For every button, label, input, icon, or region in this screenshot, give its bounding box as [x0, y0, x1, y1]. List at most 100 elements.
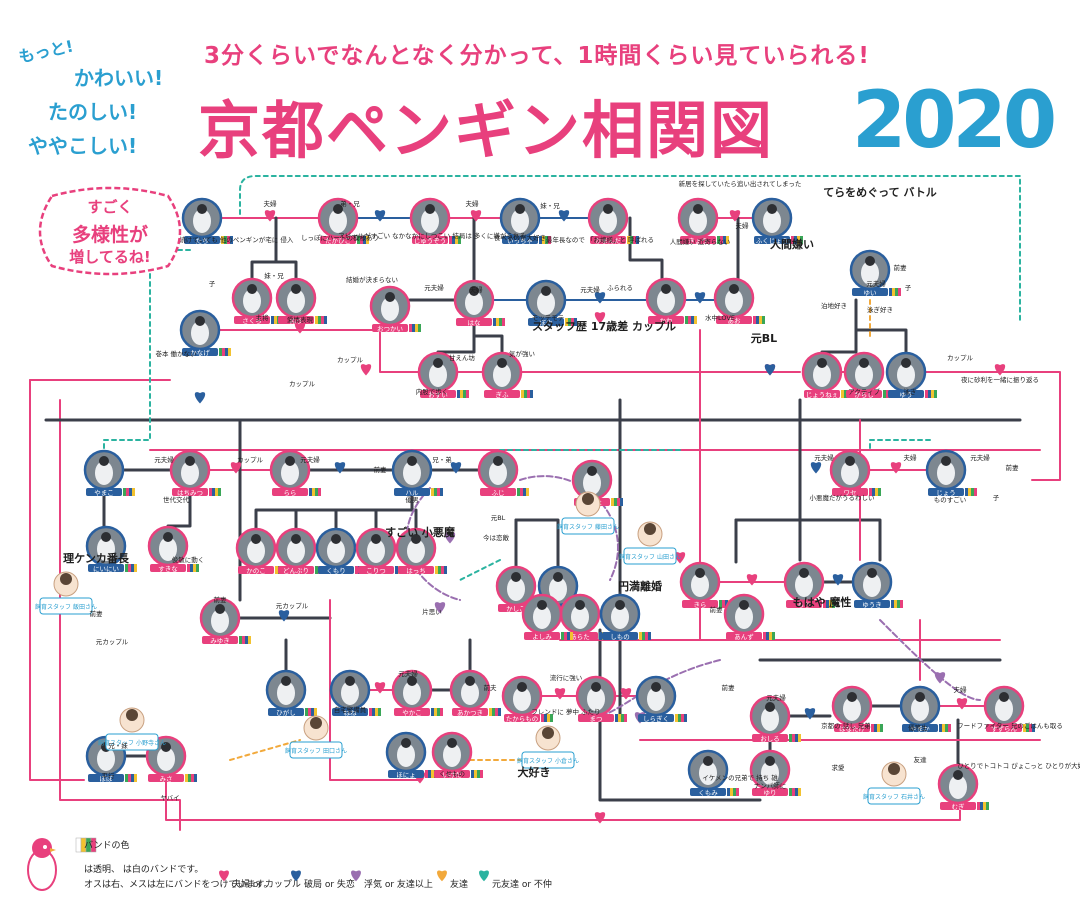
- penguin-node: あかつき: [449, 669, 501, 717]
- broken-heart-icon: [450, 462, 462, 474]
- band-swatch: [548, 236, 551, 244]
- penguin-name: にいにい: [93, 565, 119, 573]
- staff-label-box: [867, 787, 921, 805]
- heart-icon: [729, 210, 741, 222]
- band-swatch: [315, 566, 318, 574]
- penguin-node: おすい: [417, 351, 469, 399]
- relation-label: 京都の 話し 兄弟: [821, 721, 871, 730]
- name-plate: [752, 734, 788, 742]
- band-swatch: [312, 488, 315, 496]
- name-plate: [888, 390, 924, 398]
- penguin-name: くもり: [326, 567, 346, 575]
- band-swatch: [789, 788, 792, 796]
- staff-name: 飼育スタッフ 山田さん: [619, 553, 681, 561]
- name-plate: [690, 788, 726, 796]
- penguin-name: きょう: [688, 237, 708, 245]
- band-swatch: [794, 236, 797, 244]
- relation-label: 泳ぎ好き: [867, 305, 893, 314]
- band-swatch: [694, 316, 697, 324]
- band-swatch: [480, 770, 483, 778]
- penguin-head-icon: [433, 358, 443, 368]
- band-swatch: [565, 318, 568, 326]
- relation-label: 夫婦: [466, 199, 480, 208]
- band-swatch: [792, 788, 795, 796]
- heart-icon: [890, 462, 902, 474]
- penguin-node: よしみ: [521, 593, 573, 641]
- relation-label: 子: [209, 280, 216, 288]
- relation-label: 前夫: [484, 683, 498, 692]
- penguin-icon: [367, 539, 385, 563]
- penguin-head-icon: [425, 204, 435, 214]
- band-swatch: [568, 318, 571, 326]
- legend-item-breakup: 破局 or 失恋: [304, 880, 355, 890]
- penguin-head-icon: [693, 204, 703, 214]
- penguin-icon: [465, 291, 483, 315]
- name-plate: [602, 632, 638, 640]
- staff-node: 飼育スタッフ 山田さん: [619, 521, 681, 565]
- band-swatch: [318, 316, 321, 324]
- penguin-name: こりつ: [366, 567, 386, 575]
- penguin-icon: [181, 461, 199, 485]
- name-plate: [804, 390, 840, 398]
- tagline-line: ややこしい!: [28, 134, 138, 158]
- relation-label: 夫婦: [954, 685, 968, 694]
- band-swatch: [219, 348, 222, 356]
- band-swatch: [894, 600, 897, 608]
- penguin-icon: [571, 605, 589, 629]
- relation-line: [229, 739, 301, 761]
- name-plate: [852, 288, 888, 296]
- penguin-head-icon: [99, 456, 109, 466]
- heart-icon: [230, 462, 242, 474]
- broken-heart-icon: [694, 292, 706, 304]
- penguin-name: はなたけ: [839, 725, 865, 733]
- band-swatch: [129, 488, 132, 496]
- name-plate: [986, 724, 1022, 732]
- question-heart-icon: [934, 672, 946, 684]
- staff-hair-icon: [126, 709, 138, 721]
- penguin-node: きょう: [677, 197, 729, 245]
- band-swatch: [763, 632, 766, 640]
- band-swatch: [363, 236, 366, 244]
- penguin-head-icon: [537, 600, 547, 610]
- penguin-icon: [599, 209, 617, 233]
- penguin-icon: [587, 687, 605, 711]
- penguin-icon: [699, 761, 717, 785]
- band-swatch: [561, 632, 564, 640]
- name-plate: [272, 488, 308, 496]
- band-swatch: [733, 788, 736, 796]
- relation-label: アクティブ: [848, 387, 880, 396]
- band-swatch: [678, 714, 681, 722]
- penguin-name: ゆい: [864, 289, 877, 297]
- band-swatch: [800, 236, 803, 244]
- name-plate: [202, 636, 238, 644]
- bubble-shape: [38, 186, 182, 276]
- heart-icon: [994, 364, 1006, 376]
- penguin-node: ゆうき: [851, 561, 903, 609]
- band-swatch: [753, 316, 756, 324]
- band-swatch: [939, 724, 942, 732]
- band-swatch: [498, 708, 501, 716]
- penguin-name: あらた: [570, 633, 590, 641]
- mascot-eye: [43, 845, 47, 849]
- relation-label: 弟・兄: [340, 199, 360, 208]
- band-swatch: [645, 632, 648, 640]
- heart-icon: [554, 688, 566, 700]
- name-plate: [150, 564, 186, 572]
- relation-label: 大好き: [518, 765, 551, 779]
- band-swatch: [131, 774, 134, 782]
- band-swatch: [1029, 724, 1032, 732]
- relation-label: 元カップル: [96, 638, 129, 646]
- penguin-head-icon: [469, 286, 479, 296]
- band-swatch: [315, 316, 318, 324]
- band-swatch: [321, 316, 324, 324]
- penguin-node: むぎ: [937, 763, 989, 811]
- band-swatch: [128, 774, 131, 782]
- penguin-name: ゆうき: [862, 601, 882, 609]
- band-swatch: [458, 236, 461, 244]
- legend-item-couple: 夫婦 or カップル: [232, 880, 301, 890]
- penguin-name: かまんだ: [595, 237, 622, 245]
- penguin-icon: [841, 461, 859, 485]
- penguin-icon: [403, 681, 421, 705]
- band-swatch: [615, 714, 618, 722]
